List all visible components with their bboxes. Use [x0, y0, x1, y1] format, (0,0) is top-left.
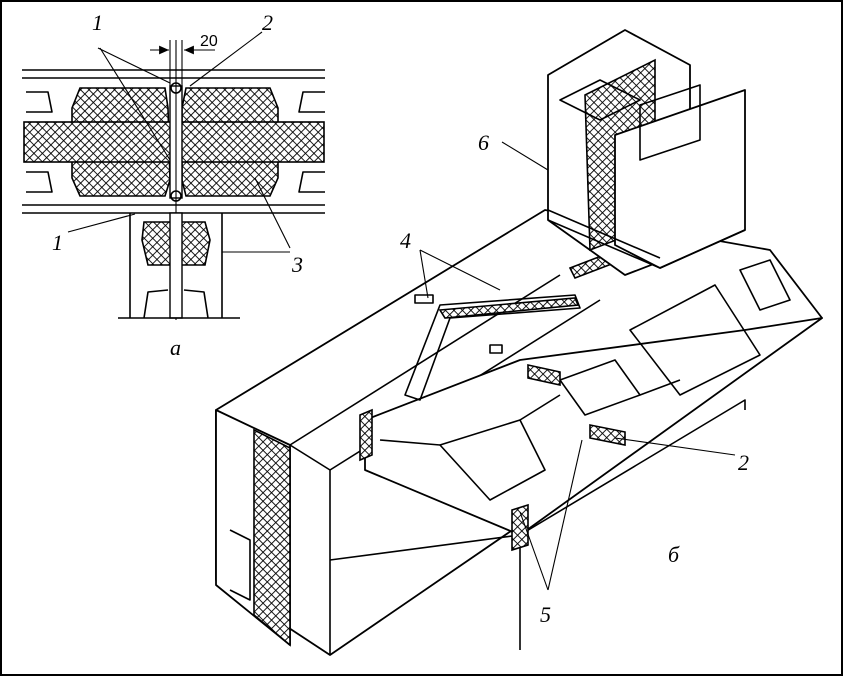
wall-insulation-left: [253, 428, 291, 647]
label-2-right: 2: [738, 450, 749, 475]
label-1-left: 1: [52, 230, 63, 255]
joint-fill-3: [589, 424, 626, 446]
label-5: 5: [540, 602, 551, 627]
label-3: 3: [291, 252, 303, 277]
joint-fill-2: [527, 364, 561, 386]
joint-fill-1: [359, 408, 373, 462]
label-4: 4: [400, 228, 411, 253]
label-part-b: б: [668, 542, 680, 567]
label-6: 6: [478, 130, 489, 155]
label-part-a: а: [170, 335, 181, 360]
dimension-20: 20: [200, 33, 218, 50]
label-2-top: 2: [262, 10, 273, 35]
isometric-view: [215, 29, 823, 656]
plan-section: [22, 31, 325, 320]
label-1-top: 1: [92, 10, 103, 35]
